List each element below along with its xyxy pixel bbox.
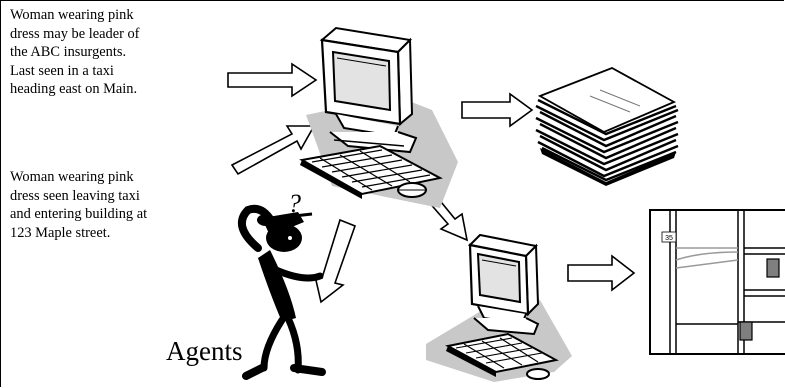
arrow-report1-to-computer [227,62,318,98]
paper-stack-icon [535,67,679,186]
agents-label: Agents [166,336,243,366]
arrow-report2-to-computer [230,125,316,176]
computer-icon [426,233,572,382]
map-icon: 35 [649,209,785,355]
report-text-1: Woman wearing pink dress may be leader o… [10,7,140,97]
arrow-agent-to-computer [313,218,357,304]
report-text-2: Woman wearing pink dress seen leaving ta… [10,169,148,241]
keyboard-keys [311,149,431,191]
arrow-computer-to-map [567,254,636,292]
thinking-agent-icon: ? [237,189,326,380]
question-mark: ? [288,189,301,218]
keyboard-keys [455,337,543,369]
arrow-computer-to-documents [461,92,534,128]
computer-icon [299,26,458,208]
map-street-number: 35 [665,235,673,242]
